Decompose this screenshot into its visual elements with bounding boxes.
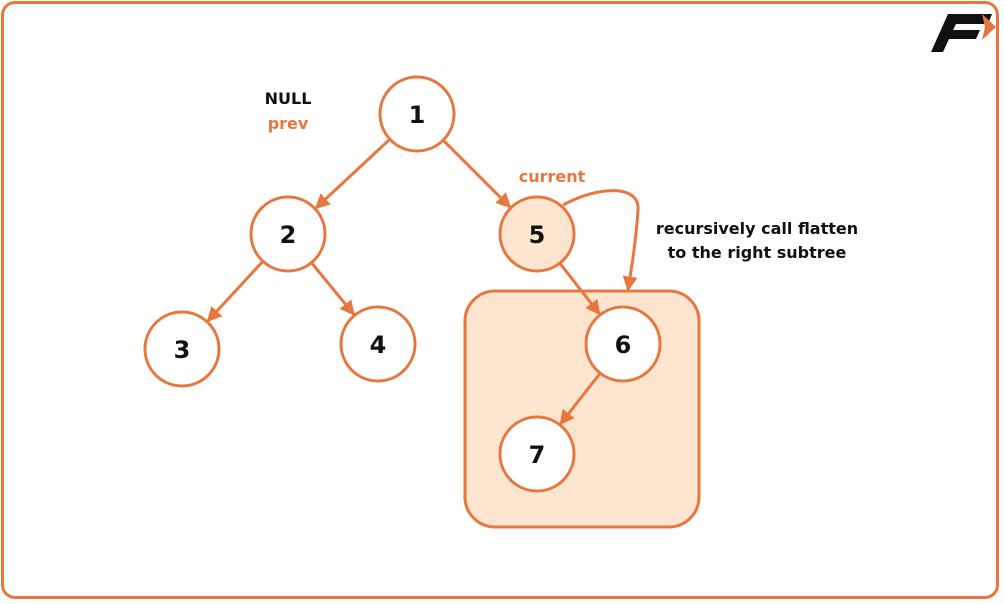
prev-label: prev — [268, 114, 309, 133]
node-circle — [143, 310, 221, 388]
node-circle — [378, 75, 456, 153]
node-label: 4 — [370, 331, 387, 359]
node-label: 5 — [529, 221, 546, 249]
annotation-line-1: recursively call flatten — [656, 219, 858, 238]
tree-node-7: 7 — [498, 415, 576, 493]
tree-node-5: 5 — [498, 195, 576, 273]
tree-edges — [206, 138, 602, 426]
tree-node-1: 1 — [378, 75, 456, 153]
edge-1-5 — [442, 139, 512, 209]
node-label: 6 — [615, 331, 632, 359]
null-label: NULL — [265, 89, 312, 108]
node-circle — [249, 195, 327, 273]
edge-6-7 — [559, 372, 602, 426]
node-circle — [339, 305, 417, 383]
tree-node-6: 6 — [584, 305, 662, 383]
edge-2-4 — [310, 261, 356, 316]
node-circle — [498, 195, 576, 273]
edge-5-6 — [558, 262, 601, 316]
recursive-call-arrow — [562, 189, 640, 292]
node-circle — [498, 415, 576, 493]
tree-node-4: 4 — [339, 305, 417, 383]
current-label: current — [519, 167, 586, 186]
node-label: 3 — [174, 336, 191, 364]
node-circle — [584, 305, 662, 383]
brand-logo-icon — [931, 14, 996, 52]
tree-node-2: 2 — [249, 195, 327, 273]
node-label: 7 — [529, 441, 546, 469]
annotation-line-2: to the right subtree — [668, 243, 847, 262]
edge-1-2 — [314, 138, 391, 210]
right-subtree-highlight-box — [463, 289, 701, 529]
tree-nodes: 1 2 3 4 5 6 7 — [143, 75, 662, 493]
edge-2-3 — [206, 260, 265, 323]
tree-node-3: 3 — [143, 310, 221, 388]
node-label: 1 — [409, 101, 426, 129]
node-label: 2 — [280, 221, 297, 249]
